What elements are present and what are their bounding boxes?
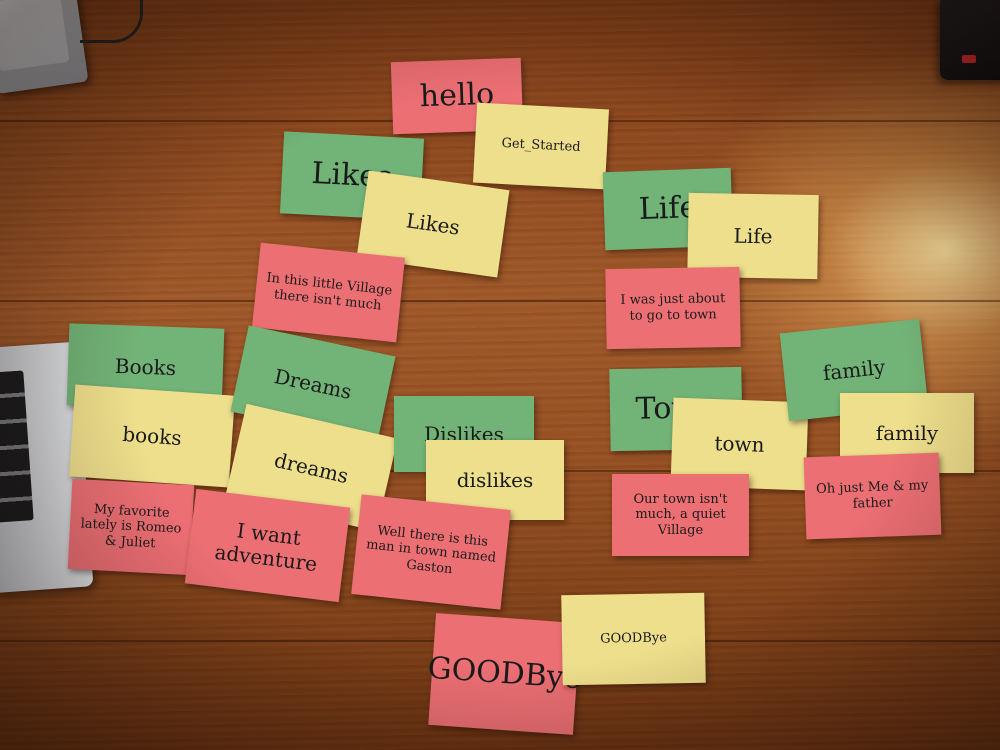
card-life-pink: I was just about to go to town [605,266,741,350]
card-dislikes-pink: Well there is this man in town named Gas… [351,494,511,610]
card-dreams-pink: I want adventure [184,488,351,603]
cable [80,0,143,43]
card-books-pink: My favorite lately is Romeo & Juliet [67,478,195,576]
dark-device [940,0,1000,80]
card-family-pink: Oh just Me & my father [803,452,942,540]
card-get-started: Get_Started [472,102,610,190]
laptop-corner [0,0,89,94]
keyboard-keys [0,370,34,523]
card-life-yellow: Life [687,192,819,280]
card-books-yellow: books [68,384,236,488]
table-seam [0,300,1000,302]
card-goodbye-yellow: GOODBye [561,592,706,686]
card-goodbye-pink: GOODBye [427,613,583,735]
card-likes-pink: In this little Village there isn't much [251,242,406,343]
card-town-pink: Our town isn't much, a quiet Village [612,474,749,556]
